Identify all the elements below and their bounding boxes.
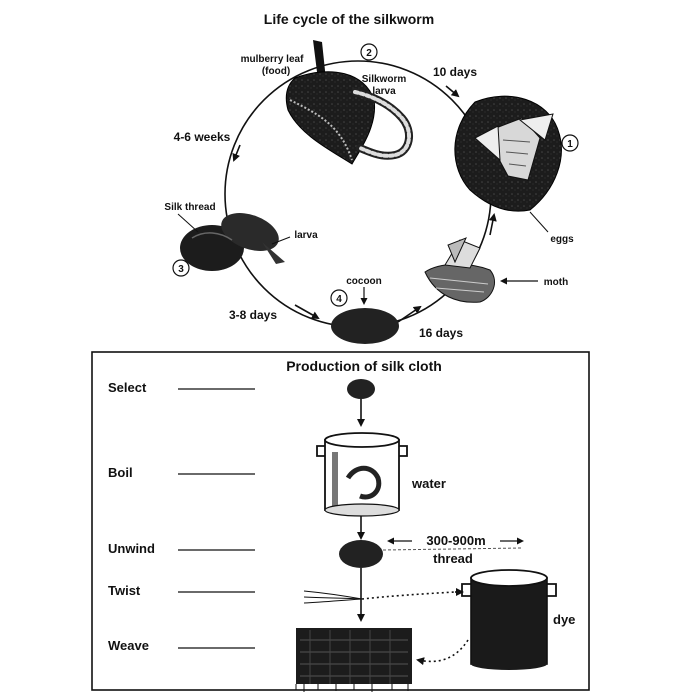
- eggs-pointer: [529, 211, 549, 233]
- life-cycle-title: Life cycle of the silkworm: [264, 11, 434, 27]
- duration-16-days: 16 days: [419, 326, 463, 340]
- cycle-arrow-left: [232, 144, 241, 162]
- label-larva-3: larva: [294, 230, 318, 241]
- boiling-pot-illustration: [316, 432, 408, 517]
- step-label-select: Select: [108, 380, 147, 395]
- production-box: [91, 351, 590, 691]
- dye-label: dye: [553, 612, 575, 627]
- stage-badge-2: 2: [360, 43, 378, 61]
- stage-number-2: 2: [366, 48, 372, 59]
- twisted-threads-illustration: [303, 590, 456, 604]
- silkworm-larva-illustration: [351, 88, 414, 160]
- eggs-leaf-illustration: [454, 95, 562, 212]
- cocoon-illustration: [331, 308, 399, 344]
- duration-3-8-days: 3-8 days: [229, 308, 277, 322]
- label-moth: moth: [544, 277, 568, 288]
- thread-label: thread: [433, 551, 473, 566]
- label-silkworm: Silkworm: [362, 74, 407, 85]
- duration-4-6-weeks: 4-6 weeks: [174, 130, 231, 144]
- dye-pot-illustration: [461, 569, 557, 670]
- stage-badge-1: 1: [561, 134, 579, 152]
- step-label-boil: Boil: [108, 465, 133, 480]
- silk-thread-larva-illustration: [180, 213, 285, 271]
- stage-badge-3: 3: [172, 259, 190, 277]
- thread-dashed-line: [382, 547, 523, 551]
- unwind-cocoon: [339, 540, 383, 568]
- woven-cloth-illustration: [295, 628, 412, 692]
- thread-length-label: 300-900m: [426, 533, 485, 548]
- label-food: (food): [262, 66, 290, 77]
- stage-badge-4: 4: [330, 289, 348, 307]
- stage-number-4: 4: [336, 294, 342, 305]
- flow-arrow-dye-weave: [416, 639, 469, 666]
- production-title: Production of silk cloth: [286, 358, 442, 374]
- cycle-arrow-top: [445, 85, 460, 98]
- water-label: water: [411, 476, 446, 491]
- cycle-arrow-right: [488, 213, 497, 236]
- label-cocoon: cocoon: [346, 276, 382, 287]
- label-silk-thread: Silk thread: [164, 202, 215, 213]
- larva-pointer-3: [271, 236, 291, 245]
- moth-illustration: [424, 237, 495, 303]
- selected-cocoon: [347, 379, 375, 399]
- cycle-arrow-bottom-left: [294, 304, 320, 319]
- label-eggs: eggs: [550, 234, 574, 245]
- cycle-arrow-bottom-right: [397, 305, 422, 323]
- stage-number-3: 3: [178, 264, 184, 275]
- step-label-twist: Twist: [108, 583, 141, 598]
- step-label-unwind: Unwind: [108, 541, 155, 556]
- silk-thread-pointer: [177, 213, 199, 233]
- label-larva-2: larva: [372, 86, 396, 97]
- stage-number-1: 1: [567, 139, 573, 150]
- duration-10-days: 10 days: [433, 65, 477, 79]
- step-label-weave: Weave: [108, 638, 149, 653]
- label-mulberry-leaf: mulberry leaf: [241, 54, 304, 65]
